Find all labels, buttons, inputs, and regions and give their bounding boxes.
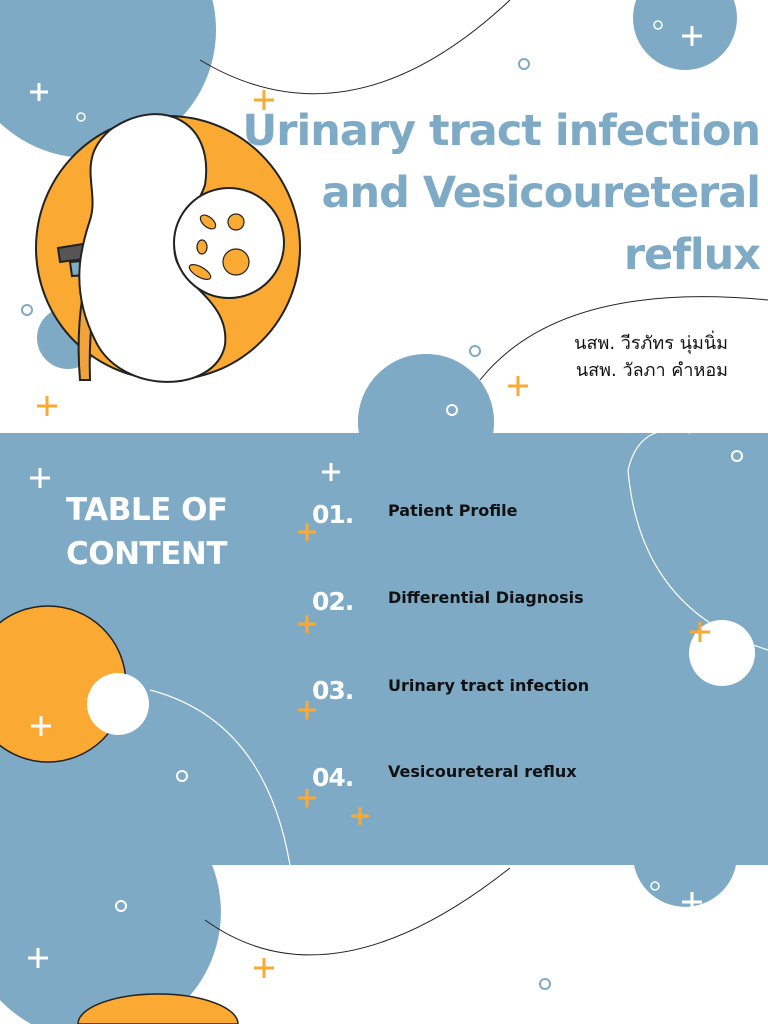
decor-dot (653, 20, 663, 30)
toc-item-label[interactable]: Urinary tract infection (388, 676, 590, 695)
bacteria-group (188, 213, 250, 280)
title-line: and Vesicoureteral (321, 168, 762, 218)
toc-item-label[interactable]: Vesicoureteral reflux (388, 762, 577, 781)
decor-dot (115, 900, 127, 912)
toc-heading-line: TABLE OF (66, 492, 228, 528)
decor-dot (518, 58, 530, 70)
decor-circle (87, 673, 149, 735)
decor-arc (199, 0, 511, 95)
author-name: นสพ. วีรภัทร นุ่มนิ่ม (574, 333, 728, 354)
plus-icon (508, 376, 528, 396)
plus-icon (351, 807, 369, 825)
title-line: reflux (623, 230, 761, 280)
decor-dot (446, 404, 458, 416)
toc-item-number: 01. (312, 500, 354, 529)
author-list: นสพ. วีรภัทร นุ่มนิ่ม นสพ. วัลภา คำหอม (574, 330, 728, 384)
decor-dot (731, 450, 743, 462)
plus-icon (322, 463, 340, 481)
plus-icon (37, 396, 57, 416)
plus-icon (31, 716, 51, 736)
plus-icon (254, 958, 274, 978)
toc-heading: TABLE OF CONTENT (66, 488, 296, 576)
slide-title: Urinary tract infection and Vesicoureter… (200, 100, 762, 286)
plus-icon (298, 701, 316, 719)
decor-arc (479, 296, 768, 381)
plus-icon (682, 26, 702, 46)
decor-arc (149, 689, 291, 866)
plus-icon (30, 468, 50, 488)
kidney-body (78, 113, 227, 383)
toc-heading-line: CONTENT (66, 536, 227, 572)
decor-arc (204, 867, 511, 956)
decor-dot (21, 304, 33, 316)
toc-item-number: 02. (312, 587, 354, 616)
plus-icon (298, 789, 316, 807)
decor-dot (115, 34, 127, 46)
plus-icon (298, 523, 316, 541)
decor-circle (689, 620, 755, 686)
decor-dot (176, 770, 188, 782)
decor-circle (634, 865, 736, 907)
decor-circle (358, 354, 494, 490)
plus-icon (682, 892, 702, 912)
plus-icon (28, 948, 48, 968)
decor-circle (0, 865, 221, 1024)
toc-band (0, 433, 768, 865)
decor-dot (469, 345, 481, 357)
author-name: นสพ. วัลภา คำหอม (575, 360, 728, 381)
title-line: Urinary tract infection (242, 106, 761, 156)
decor-dot (539, 978, 551, 990)
toc-item-number: 04. (312, 763, 354, 792)
decor-dot (650, 881, 660, 891)
toc-item-label[interactable]: Differential Diagnosis (388, 588, 584, 607)
decor-dot (76, 112, 86, 122)
plus-icon (690, 622, 710, 642)
decor-circle (77, 993, 239, 1024)
plus-icon (298, 615, 316, 633)
plus-icon (30, 83, 48, 101)
toc-item-number: 03. (312, 676, 354, 705)
plus-icon (254, 90, 274, 110)
toc-item-label[interactable]: Patient Profile (388, 501, 518, 520)
